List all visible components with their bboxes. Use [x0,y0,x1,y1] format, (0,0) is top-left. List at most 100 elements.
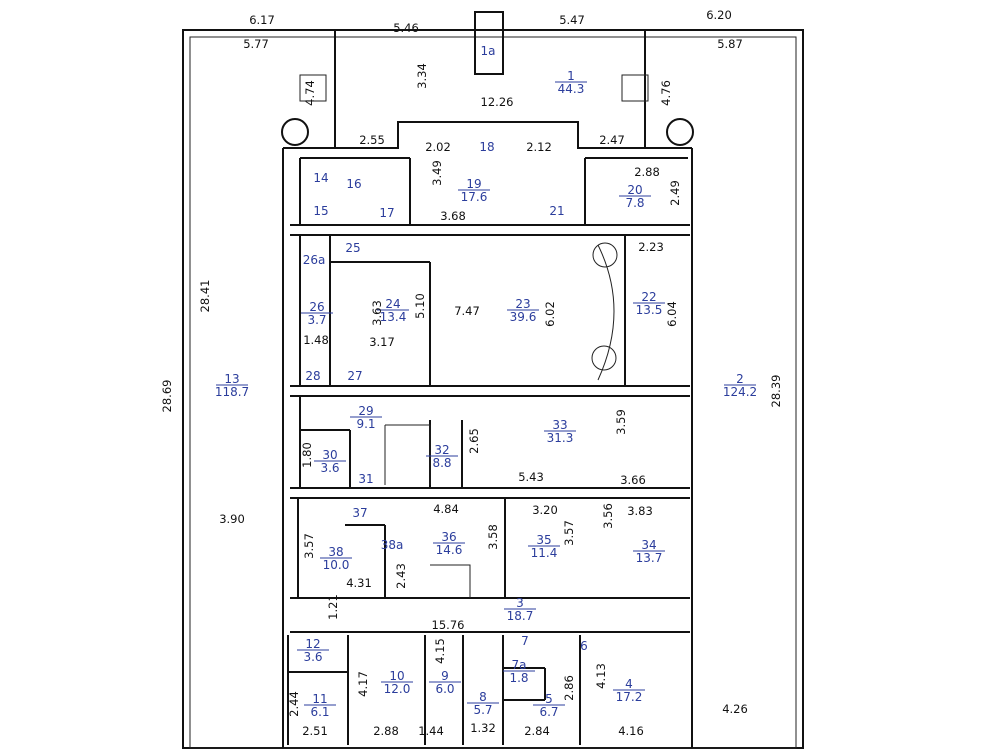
dimension-label: 2.65 [467,428,481,454]
room-number: 4 [625,677,633,691]
dimension-label: 2.55 [359,133,385,147]
room-number: 34 [641,538,656,552]
corridor-wall [290,597,690,633]
room-area: 11.4 [531,546,558,560]
room-7a: 7a1.8 [503,658,535,685]
room-number: 22 [641,290,656,304]
room-area: 31.3 [547,431,574,445]
dimension-label: 2.44 [287,691,301,717]
dimension-label: 1.80 [300,442,314,468]
dimension-label: 3.20 [532,503,558,517]
dimension-label: 6.02 [543,301,557,327]
room-20: 207.8 [619,183,651,210]
room-28: 28 [305,369,320,383]
room-12: 123.6 [297,637,329,664]
room-area: 5.7 [473,703,492,717]
room-31: 31 [358,472,373,486]
room-26: 263.7 [301,300,333,327]
dimension-label: 3.68 [440,209,466,223]
dimension-label: 4.17 [356,671,370,697]
terrace-wall [334,30,646,148]
dimension-label: 2.23 [638,240,664,254]
room-area: 6.7 [539,705,558,719]
dimension-label: 3.57 [302,533,316,559]
room-25: 25 [345,241,360,255]
room-area: 13.4 [380,310,407,324]
corridor-wall [290,487,690,499]
room-27: 27 [347,369,362,383]
room-1a: 1a [481,44,496,58]
room-number: 29 [358,404,373,418]
room-area: 14.6 [436,543,463,557]
dimension-label: 4.15 [433,638,447,664]
dimension-label: 28.69 [160,380,174,413]
room-number: 8 [479,690,487,704]
room-area: 13.5 [636,303,663,317]
room-number: 19 [466,177,481,191]
room-number: 15 [313,204,328,218]
dimension-label: 28.41 [198,280,212,313]
room-number: 38 [328,545,343,559]
room-area: 7.8 [625,196,644,210]
stair-tower [474,11,504,75]
room-number: 26a [303,253,326,267]
room-4: 417.2 [613,677,645,704]
dimension-label: 3.57 [562,520,576,546]
room-number: 20 [627,183,642,197]
room-number: 25 [345,241,360,255]
dimension-label: 3.66 [620,473,646,487]
dimension-label: 2.88 [373,724,399,738]
room-area: 18.7 [507,609,534,623]
dimension-label: 2.47 [599,133,625,147]
dimension-label: 2.43 [394,563,408,589]
dimension-label: 6.17 [249,13,275,27]
partition-wall [299,157,688,225]
room-6: 6 [580,639,588,653]
room-number: 26 [309,300,324,314]
room-area: 1.8 [509,671,528,685]
room-3: 318.7 [504,596,536,623]
dimension-label: 5.47 [559,13,585,27]
room-32: 328.8 [426,443,458,470]
dimension-label: 3.63 [370,300,384,326]
dimension-label: 4.74 [303,80,317,106]
room-26a: 26a [303,253,326,267]
room-number: 30 [322,448,337,462]
room-area: 10.0 [323,558,350,572]
room-number: 27 [347,369,362,383]
room-number: 18 [479,140,494,154]
curved-wall [597,244,615,381]
room-number: 37 [352,506,367,520]
room-area: 39.6 [510,310,537,324]
room-labels: 1a144.32124.2318.7417.256.7677a1.885.796… [215,44,757,719]
room-1: 144.3 [555,69,587,96]
room-number: 16 [346,177,361,191]
walls [182,11,804,749]
room-number: 10 [389,669,404,683]
room-29: 299.1 [350,404,382,431]
outer-wall [182,29,804,749]
dimension-label: 1.21 [326,594,340,620]
room-number: 28 [305,369,320,383]
dimension-label: 15.76 [432,618,465,632]
room-16: 16 [346,177,361,191]
dimension-label: 3.56 [601,503,615,529]
room-area: 6.0 [435,682,454,696]
room-area: 6.1 [310,705,329,719]
room-11: 116.1 [304,692,336,719]
dimension-label: 4.16 [618,724,644,738]
dimension-label: 3.58 [486,524,500,550]
room-14: 14 [313,171,328,185]
dimension-label: 5.87 [717,37,743,51]
room-number: 1a [481,44,496,58]
